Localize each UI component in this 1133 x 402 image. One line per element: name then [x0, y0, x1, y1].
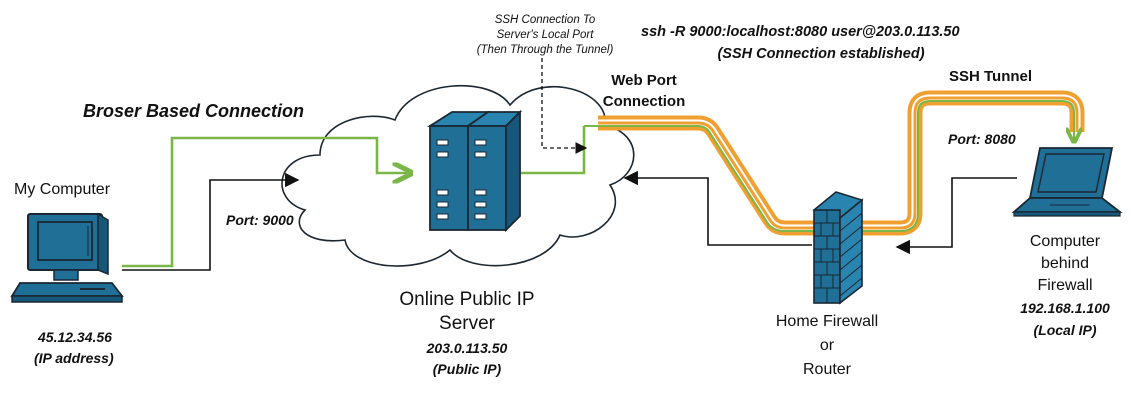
- behind-line1: Computer: [1029, 233, 1101, 250]
- ssh-note-line2: Server's Local Port: [496, 29, 594, 41]
- desktop-computer-icon: [10, 212, 124, 303]
- firewall-line1: Home Firewall: [775, 313, 879, 330]
- firewall-line3: Router: [802, 361, 852, 378]
- port-9000-label: Port: 9000: [226, 212, 294, 228]
- behind-line3: Firewall: [1037, 277, 1093, 294]
- my-ip-note: (IP address): [34, 350, 114, 366]
- laptop-icon: [1011, 147, 1123, 217]
- firewall-brick-icon: [812, 191, 864, 305]
- ssh-established-text: (SSH Connection established): [717, 46, 925, 62]
- port-9000-path: [122, 172, 300, 271]
- port-8080-label: Port: 8080: [948, 131, 1016, 147]
- tunnel-green-line: [584, 100, 1074, 232]
- ssh-note-line3: (Then Through the Tunnel): [476, 44, 614, 56]
- ssh-command-text: ssh -R 9000:localhost:8080 user@203.0.11…: [641, 24, 960, 40]
- browser-connection-label: Broser Based Connection: [83, 101, 305, 121]
- local-ip-value: 192.168.1.100: [1020, 300, 1110, 316]
- web-port-line2: Connection: [602, 93, 686, 110]
- browser-connection-path: [122, 136, 411, 268]
- server-ip-note: (Public IP): [432, 361, 502, 377]
- return-path-firewall: [623, 170, 812, 246]
- server-ip-value: 203.0.113.50: [426, 340, 508, 356]
- ssh-tunnel-path: [598, 90, 1085, 236]
- server-title-line1: Online Public IP: [399, 289, 535, 310]
- server-title-line2: Server: [439, 313, 495, 334]
- server-to-tunnel-green: [510, 126, 586, 175]
- my-computer-label: My Computer: [14, 181, 111, 198]
- my-ip-value: 45.12.34.56: [38, 329, 112, 345]
- ssh-note-line1: SSH Connection To: [494, 14, 596, 26]
- return-path-laptop: [895, 177, 1017, 255]
- behind-line2: behind: [1040, 255, 1090, 272]
- web-port-line1: Web Port: [611, 72, 677, 89]
- ssh-tunnel-label: SSH Tunnel: [949, 68, 1033, 85]
- ssh-note-dashed-arrow: [541, 58, 588, 154]
- server-rack-icon: [426, 109, 523, 233]
- local-ip-note: (Local IP): [1033, 322, 1097, 338]
- firewall-line2: or: [819, 337, 835, 354]
